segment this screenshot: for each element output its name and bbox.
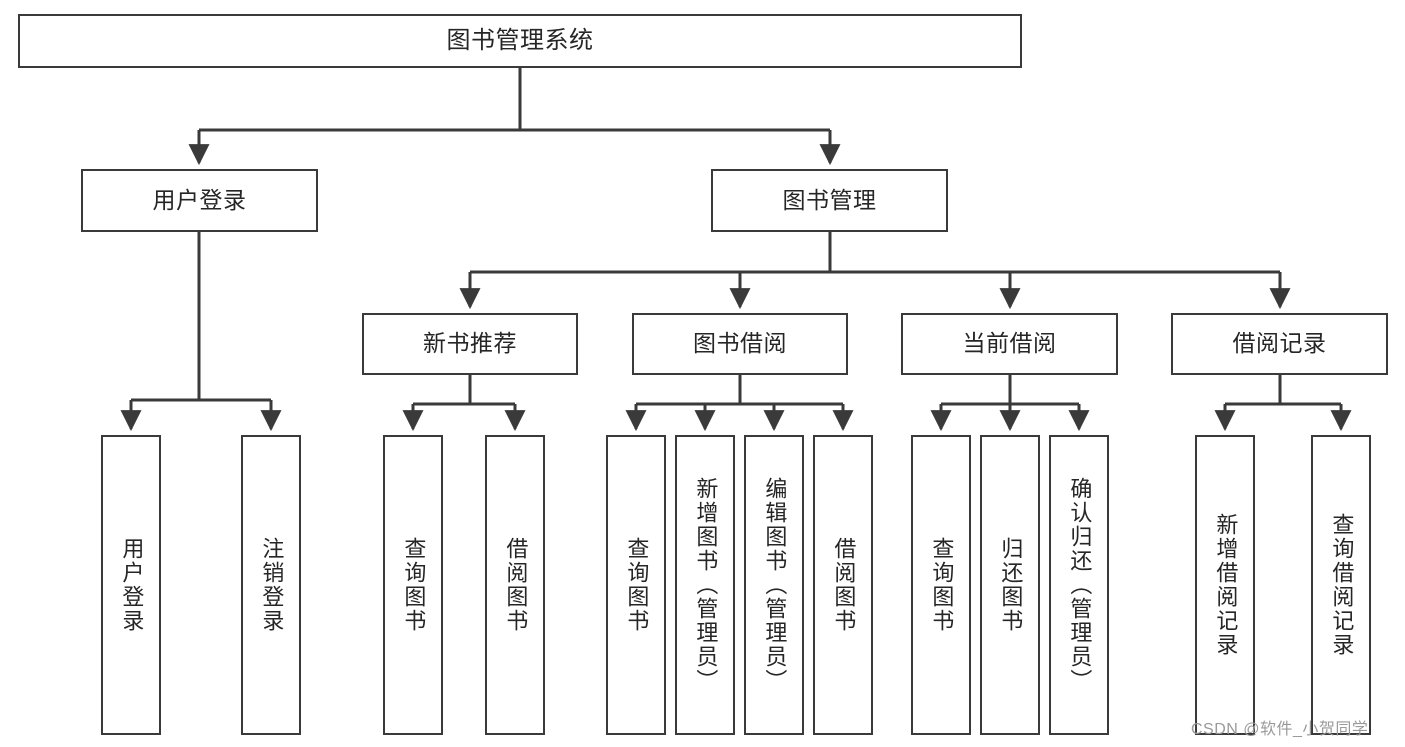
node-label: 查询借阅记录: [1329, 513, 1355, 657]
node-label: 确认归还（管理员）: [1067, 477, 1093, 693]
node-root-system[interactable]: 图书管理系统: [18, 14, 1022, 68]
node-label: 用户登录: [119, 537, 145, 633]
node-label: 当前借阅: [962, 330, 1057, 357]
leaf-borrow-borrow-book[interactable]: 借阅图书: [813, 435, 873, 735]
node-label: 图书借阅: [693, 330, 787, 357]
leaf-user-login[interactable]: 用户登录: [101, 435, 161, 735]
leaf-recommend-query-book[interactable]: 查询图书: [383, 435, 443, 735]
node-label: 注销登录: [259, 537, 285, 633]
node-borrow-record[interactable]: 借阅记录: [1171, 313, 1388, 375]
node-label: 查询图书: [929, 537, 955, 633]
node-label: 借阅图书: [831, 537, 857, 633]
leaf-borrow-add-book-admin[interactable]: 新增图书（管理员）: [675, 435, 735, 735]
csdn-watermark: CSDN @软件_小贺同学: [1191, 721, 1369, 738]
node-label: 查询图书: [624, 537, 650, 633]
node-book-borrow[interactable]: 图书借阅: [632, 313, 848, 375]
node-label: 图书管理系统: [446, 26, 594, 54]
node-label: 图书管理: [782, 186, 877, 213]
leaf-current-query-book[interactable]: 查询图书: [911, 435, 971, 735]
node-label: 新增图书（管理员）: [693, 477, 719, 693]
leaf-record-add-borrow-record[interactable]: 新增借阅记录: [1195, 435, 1255, 735]
node-label: 借阅记录: [1232, 330, 1327, 357]
node-label: 编辑图书（管理员）: [762, 477, 788, 693]
node-label: 用户登录: [152, 186, 247, 213]
node-label: 借阅图书: [503, 537, 529, 633]
node-label: 查询图书: [401, 537, 427, 633]
leaf-borrow-edit-book-admin[interactable]: 编辑图书（管理员）: [744, 435, 804, 735]
leaf-record-query-borrow-record[interactable]: 查询借阅记录: [1311, 435, 1371, 735]
node-user-login[interactable]: 用户登录: [81, 169, 318, 232]
leaf-borrow-query-book[interactable]: 查询图书: [606, 435, 666, 735]
leaf-recommend-borrow-book[interactable]: 借阅图书: [485, 435, 545, 735]
leaf-current-confirm-return-admin[interactable]: 确认归还（管理员）: [1049, 435, 1109, 735]
node-current-borrow[interactable]: 当前借阅: [901, 313, 1118, 375]
node-new-book-recommend[interactable]: 新书推荐: [362, 313, 578, 375]
node-label: 新增借阅记录: [1213, 513, 1239, 657]
node-label: 归还图书: [998, 537, 1024, 633]
node-book-management[interactable]: 图书管理: [711, 169, 948, 232]
node-label: 新书推荐: [423, 330, 517, 357]
leaf-current-return-book[interactable]: 归还图书: [980, 435, 1040, 735]
leaf-user-logout[interactable]: 注销登录: [241, 435, 301, 735]
